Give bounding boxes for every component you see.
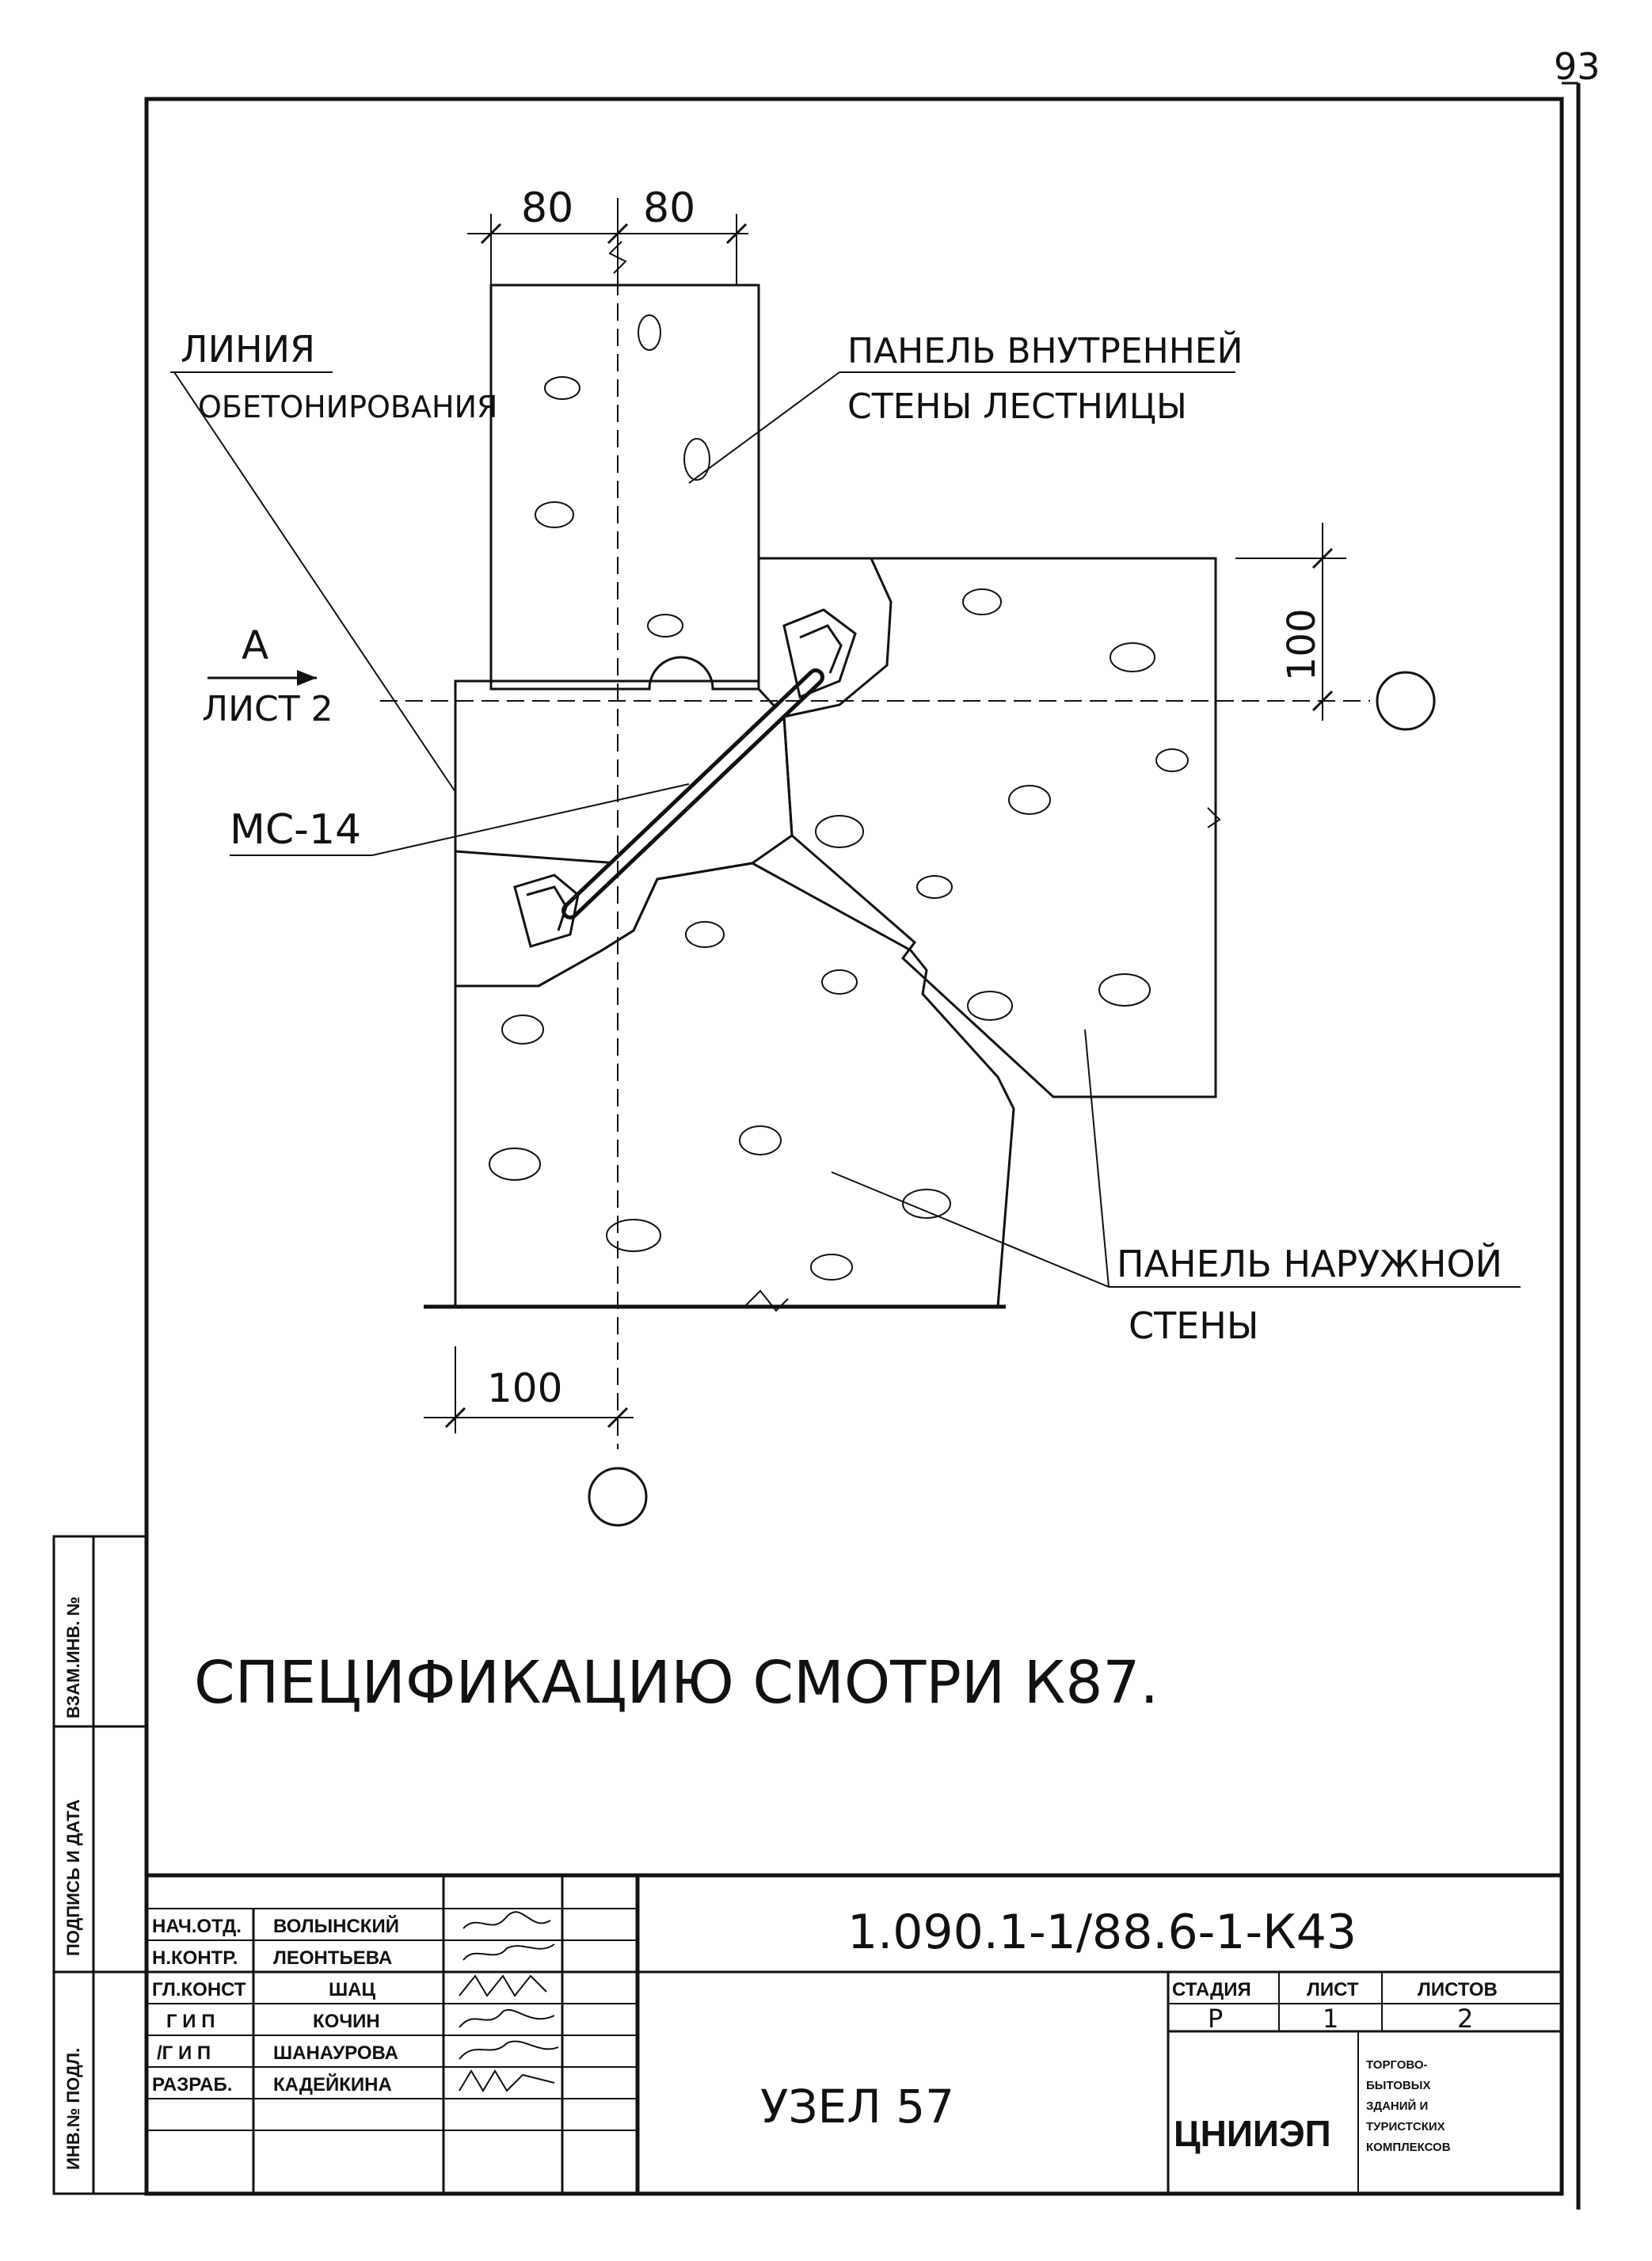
page-number: 93 — [1554, 45, 1601, 88]
label-inner-2: СТЕНЫ ЛЕСТНИЦЫ — [847, 386, 1187, 427]
section-marker: А ЛИСТ 2 — [202, 622, 333, 729]
sheets-value: 2 — [1457, 2004, 1473, 2034]
svg-text:ТУРИСТСКИХ: ТУРИСТСКИХ — [1366, 2120, 1445, 2133]
label-line-1: ЛИНИЯ — [181, 328, 315, 371]
grout-zone — [424, 679, 1006, 1309]
role-5: /Г И П — [157, 2042, 211, 2064]
sheet-label: ЛИСТ — [1307, 1979, 1359, 2000]
dim-right: 100 — [1280, 608, 1324, 681]
side-stamp-col3: ИНВ.№ ПОДЛ. — [63, 2048, 83, 2170]
svg-text:БЫТОВЫХ: БЫТОВЫХ — [1366, 2079, 1430, 2092]
section-letter: А — [242, 622, 268, 668]
axis-marker-right — [1376, 671, 1436, 731]
dim-top-left: 80 — [521, 185, 573, 232]
name-3: ШАЦ — [329, 1979, 375, 2000]
section-sheet: ЛИСТ 2 — [202, 689, 333, 729]
sheets-label: ЛИСТОВ — [1418, 1979, 1498, 2000]
label-inner-1: ПАНЕЛЬ ВНУТРЕННЕЙ — [847, 329, 1243, 371]
dim-bottom: 100 — [487, 1365, 562, 1411]
name-4: КОЧИН — [313, 2011, 380, 2032]
specification-note: СПЕЦИФИКАЦИЮ СМОТРИ К87. — [194, 1649, 1159, 1717]
label-connector: МС-14 — [230, 806, 361, 854]
sheet-frame — [144, 82, 1581, 2210]
label-line-2: ОБЕТОНИРОВАНИЯ — [198, 390, 497, 424]
name-5: ШАНАУРОВА — [273, 2042, 398, 2064]
name-1: ВОЛЫНСКИЙ — [273, 1915, 399, 1937]
dimension-bottom: 100 — [424, 1346, 634, 1433]
leader-outer-panel: ПАНЕЛЬ НАРУЖНОЙ СТЕНЫ — [831, 1029, 1521, 1347]
svg-text:КОМПЛЕКСОВ: КОМПЛЕКСОВ — [1366, 2141, 1451, 2154]
org-description: ТОРГОВО- БЫТОВЫХ ЗДАНИЙ И ТУРИСТСКИХ КОМ… — [1366, 2058, 1451, 2154]
ms14-connector — [513, 608, 857, 948]
outer-wall-panel-right — [757, 557, 1221, 1098]
dimension-right: 100 — [1235, 523, 1346, 721]
role-2: Н.КОНТР. — [152, 1947, 238, 1969]
label-outer-1: ПАНЕЛЬ НАРУЖНОЙ — [1117, 1243, 1502, 1285]
leader-inner-panel: ПАНЕЛЬ ВНУТРЕННЕЙ СТЕНЫ ЛЕСТНИЦЫ — [688, 329, 1243, 484]
side-stamp-col2: ПОДПИСЬ И ДАТА — [63, 1799, 83, 1956]
leader-connector: МС-14 — [230, 783, 690, 856]
stage-value: Р — [1208, 2004, 1223, 2034]
stage-label: СТАДИЯ — [1172, 1979, 1251, 2000]
role-1: НАЧ.ОТД. — [152, 1916, 242, 1937]
dim-top-right: 80 — [643, 185, 695, 232]
sheet-value: 1 — [1323, 2004, 1338, 2034]
document-code: 1.090.1-1/88.6-1-К43 — [847, 1905, 1357, 1960]
organization: ЦНИИЭП — [1174, 2113, 1331, 2154]
side-stamp-col1: ВЗАМ.ИНВ. № — [63, 1597, 83, 1719]
role-4: Г И П — [166, 2011, 215, 2032]
name-6: КАДЕЙКИНА — [273, 2073, 392, 2095]
svg-text:ТОРГОВО-: ТОРГОВО- — [1366, 2058, 1428, 2072]
label-outer-2: СТЕНЫ — [1129, 1304, 1258, 1347]
axis-marker-bottom — [588, 1467, 648, 1527]
role-3: ГЛ.КОНСТ — [152, 1979, 246, 2000]
outer-wall-panel-left — [454, 862, 1015, 1312]
role-6: РАЗРАБ. — [152, 2074, 232, 2095]
axis-lines — [380, 202, 1370, 1449]
inner-wall-panel — [489, 241, 760, 691]
dimension-top: 80 80 — [467, 185, 748, 285]
drawing-title: УЗЕЛ 57 — [760, 2080, 954, 2133]
leader-concreting-line: ЛИНИЯ ОБЕТОНИРОВАНИЯ — [170, 328, 497, 793]
side-stamp: ВЗАМ.ИНВ. № ПОДПИСЬ И ДАТА ИНВ.№ ПОДЛ. — [52, 1535, 148, 2195]
svg-text:ЗДАНИЙ И: ЗДАНИЙ И — [1366, 2099, 1428, 2113]
signatures — [459, 1911, 559, 2092]
name-2: ЛЕОНТЬЕВА — [273, 1947, 392, 1969]
title-block — [147, 1873, 1562, 2194]
